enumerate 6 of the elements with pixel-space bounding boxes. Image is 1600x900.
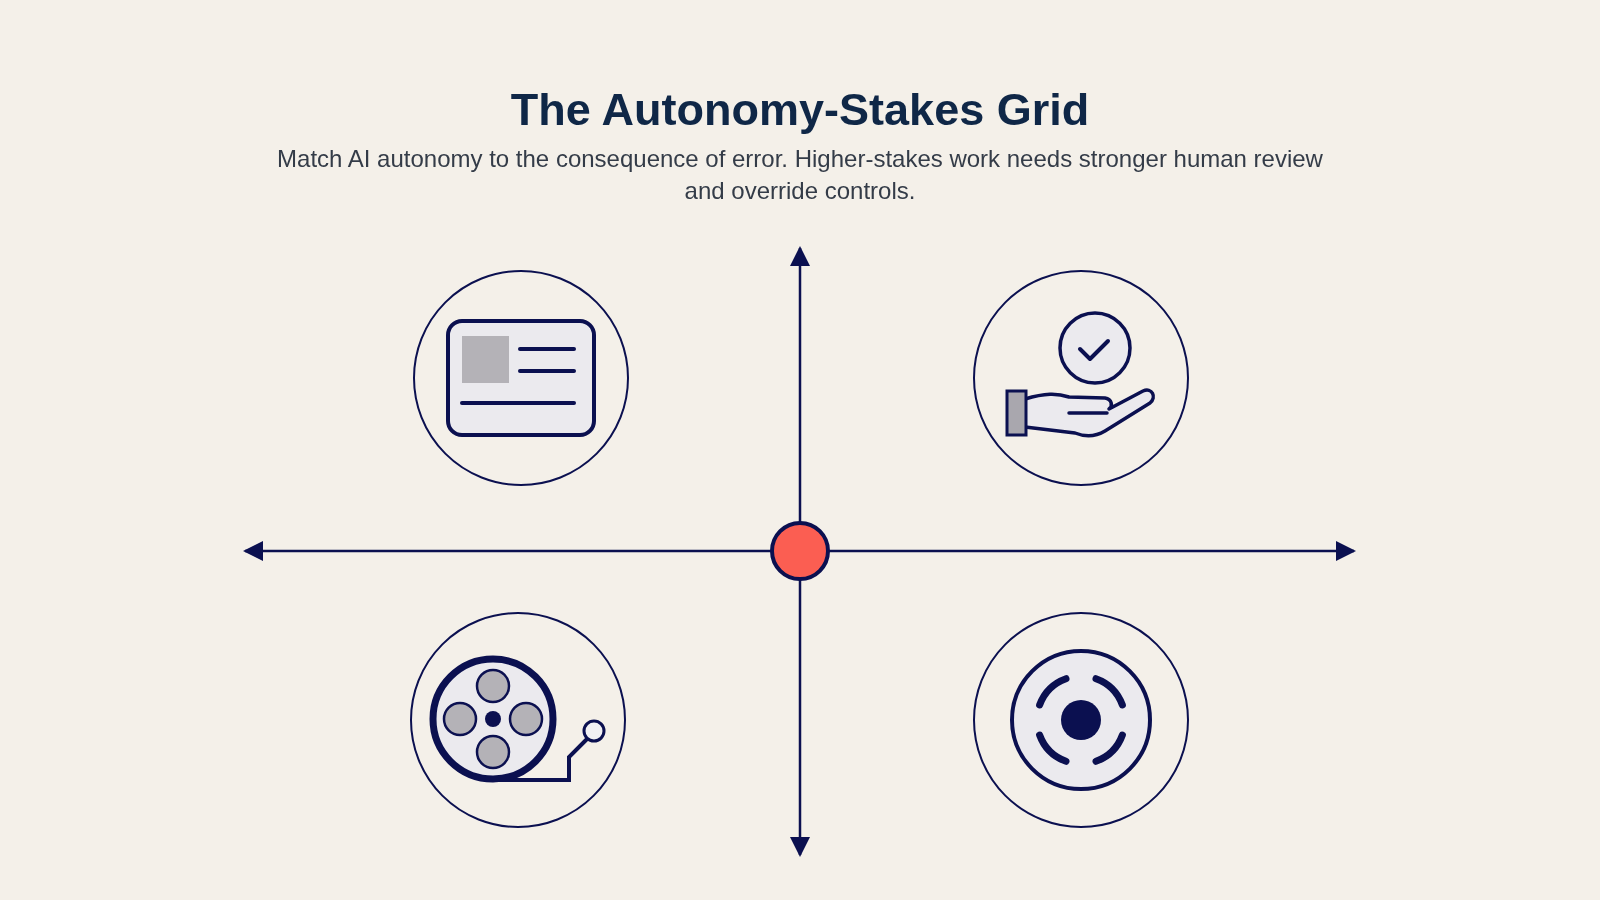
icon-circle bbox=[413, 270, 629, 486]
icon-circle bbox=[973, 270, 1189, 486]
title: The Autonomy-Stakes Grid bbox=[510, 84, 1090, 135]
subtitle: Match AI autonomy to the consequence of error. Higher-stakes work needs stronger human review and override controls. bbox=[276, 144, 1324, 206]
icon-circle bbox=[973, 612, 1189, 828]
icon-circle bbox=[410, 612, 626, 828]
